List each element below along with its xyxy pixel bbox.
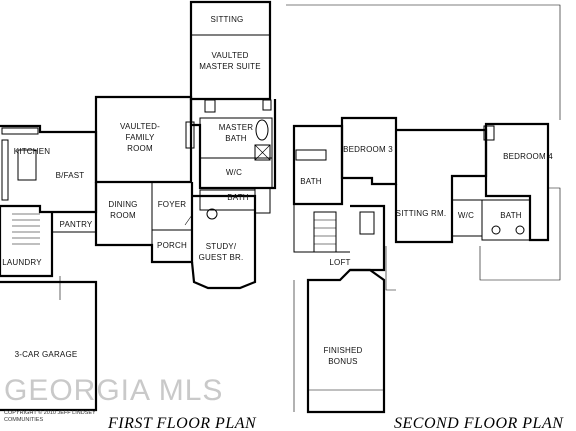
label-bonus-1: FINISHED xyxy=(324,346,363,355)
label-garage: 3-CAR GARAGE xyxy=(15,350,78,359)
label-bedroom4: BEDROOM 4 xyxy=(503,152,553,161)
label-bedroom3: BEDROOM 3 xyxy=(343,145,393,154)
first-floor-labels: SITTING VAULTED MASTER SUITE VAULTED- FA… xyxy=(2,15,261,359)
label-family-3: ROOM xyxy=(127,144,153,153)
bath-second xyxy=(481,199,531,241)
watermark-text: GEORGIA MLS xyxy=(4,374,223,407)
label-master-suite-1: VAULTED xyxy=(211,51,248,60)
bedroom4-walls xyxy=(484,122,550,242)
label-bonus-2: BONUS xyxy=(328,357,357,366)
loft-walls xyxy=(350,204,386,272)
label-master-bath-2: BATH xyxy=(225,134,247,143)
roof-outline xyxy=(286,4,561,412)
stair-hall-walls xyxy=(293,204,350,253)
master-suite-walls xyxy=(189,0,272,101)
label-foyer: FOYER xyxy=(158,200,187,209)
wic-room xyxy=(199,157,273,189)
copyright-line-2: COMMUNITIES xyxy=(4,417,43,423)
label-master-suite-2: MASTER SUITE xyxy=(199,62,261,71)
label-bath: BATH xyxy=(227,193,249,202)
bathtub-icon xyxy=(255,119,269,141)
second-floor-title: SECOND FLOOR PLAN xyxy=(394,415,564,431)
vanity-icon xyxy=(204,99,216,113)
label-porch: PORCH xyxy=(157,241,187,250)
label-wic: W/C xyxy=(226,168,242,177)
label-study-1: STUDY/ xyxy=(206,242,237,251)
label-sitting: SITTING xyxy=(211,15,244,24)
fireplace-icon xyxy=(185,121,195,149)
label-dining-1: DINING xyxy=(108,200,137,209)
label-study-2: GUEST BR. xyxy=(199,253,244,262)
second-floor-plan xyxy=(286,4,561,414)
label-dining-2: ROOM xyxy=(110,211,136,220)
label-kitchen: KITCHEN xyxy=(14,147,51,156)
second-floor-labels: BEDROOM 3 BEDROOM 4 BATH SITTING RM. W/C… xyxy=(300,145,553,366)
kitchen-counter xyxy=(1,139,9,201)
sitting-room-walls xyxy=(394,128,488,244)
label-master-bath-1: MASTER xyxy=(219,123,254,132)
kitchen-walls xyxy=(0,124,98,214)
dining-walls xyxy=(94,182,194,264)
left-bath-walls xyxy=(292,124,344,206)
stairs-icon xyxy=(12,213,40,245)
label-family-1: VAULTED- xyxy=(120,122,160,131)
label-laundry: LAUNDRY xyxy=(2,258,42,267)
shower-icon xyxy=(254,144,271,161)
label-wic-second: W/C xyxy=(458,211,474,220)
copyright-line-1: COPYRIGHT © 2010 JEFF LINDSEY xyxy=(4,409,96,416)
label-bath-left: BATH xyxy=(300,177,322,186)
label-sitting-rm: SITTING RM. xyxy=(396,209,447,218)
label-bfast: B/FAST xyxy=(56,171,85,180)
kitchen-island xyxy=(17,149,37,181)
bonus-walls xyxy=(306,268,386,414)
first-floor-title: FIRST FLOOR PLAN xyxy=(107,415,257,431)
label-bath-right: BATH xyxy=(500,211,522,220)
stair-laundry-walls xyxy=(0,206,54,278)
label-loft: LOFT xyxy=(329,258,350,267)
label-family-2: FAMILY xyxy=(125,133,155,142)
stairs-icon-second xyxy=(313,211,337,253)
label-pantry: PANTRY xyxy=(60,220,93,229)
first-floor-plan xyxy=(0,0,277,412)
